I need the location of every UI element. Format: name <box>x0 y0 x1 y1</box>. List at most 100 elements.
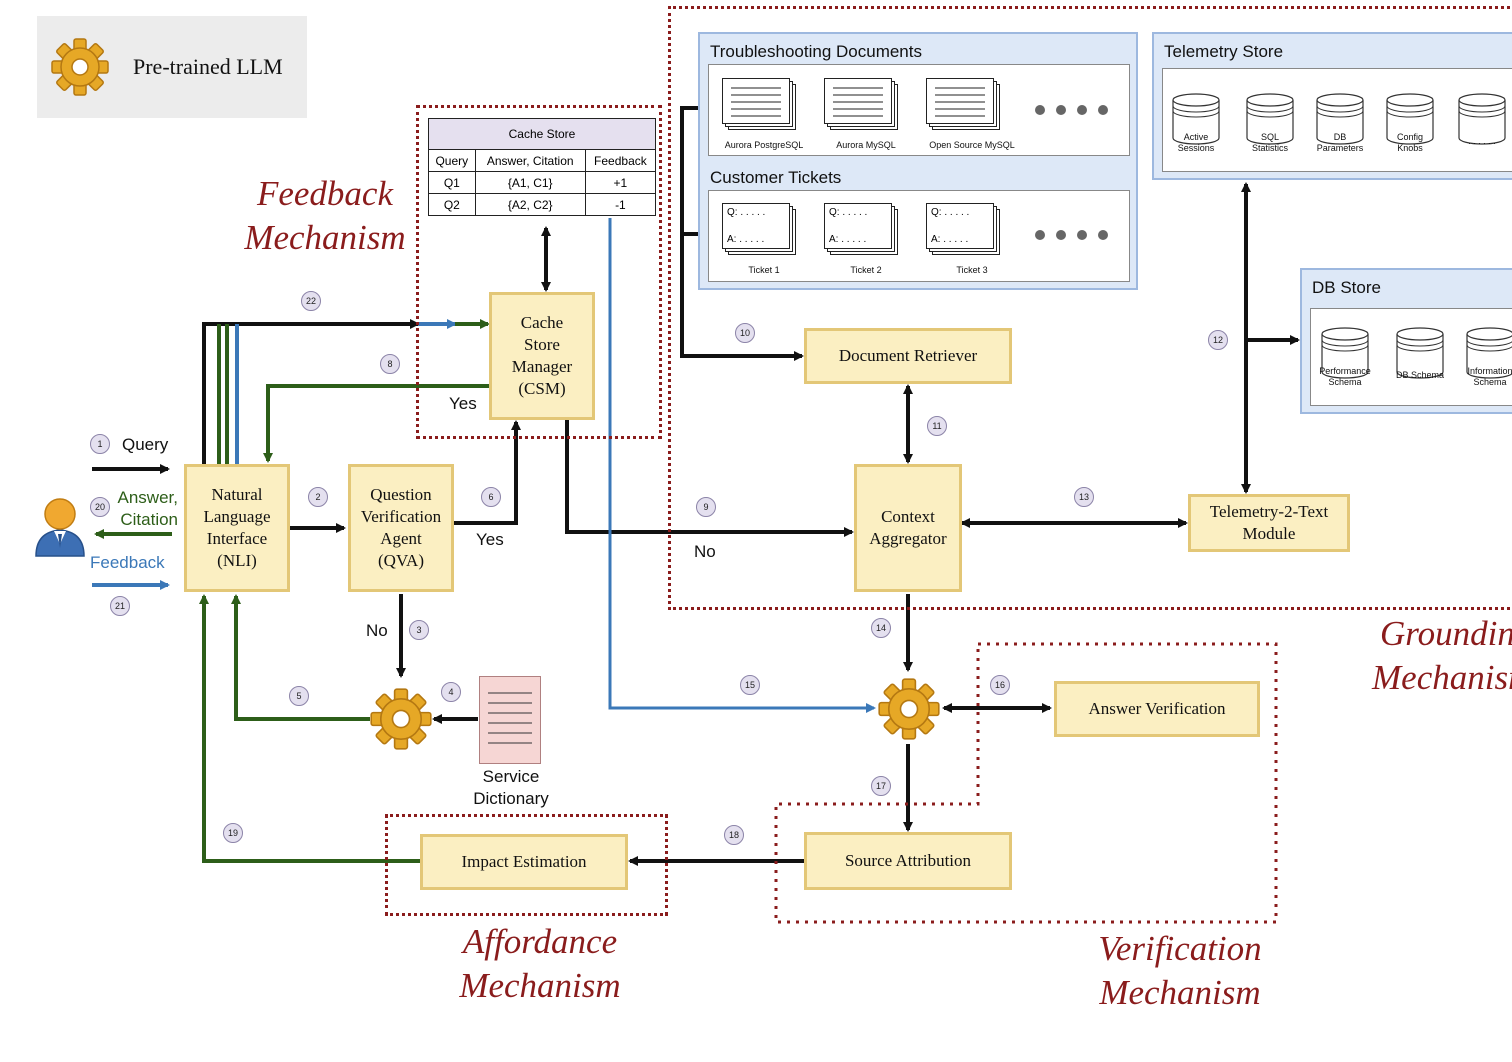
t2t-line: Module <box>1242 524 1296 543</box>
context-aggregator-node: Context Aggregator <box>854 464 962 592</box>
doc-stack <box>722 78 796 130</box>
ticket-stack: Q: . . . . . A: . . . . . <box>722 203 796 255</box>
context-line: Aggregator <box>869 529 947 548</box>
csm-line: Store <box>524 335 560 354</box>
edge-feedback-blue <box>608 218 876 713</box>
step-badge: 17 <box>871 776 891 796</box>
ticket-q: Q: . . . . . <box>931 207 970 218</box>
table-cell: -1 <box>584 193 657 216</box>
step-badge: 12 <box>1208 330 1228 350</box>
ticket-stack: Q: . . . . . A: . . . . . <box>926 203 1000 255</box>
ticket-caption: Ticket 3 <box>956 265 988 275</box>
t2t-line: Telemetry-2-Text <box>1209 502 1329 521</box>
cache-store-table: Cache Store Query Answer, Citation Feedb… <box>428 118 657 216</box>
step-badge: 9 <box>696 497 716 517</box>
ticket-q: Q: . . . . . <box>829 207 868 218</box>
answer-label: Answer, <box>117 488 178 507</box>
step-badge: 21 <box>110 596 130 616</box>
edge-csm-ctx <box>565 420 854 537</box>
table-row: Q2 {A2, C2} -1 <box>428 193 657 216</box>
step-badge: 11 <box>927 416 947 436</box>
step-badge: 20 <box>90 497 110 517</box>
legend-label: Pre-trained LLM <box>133 54 283 79</box>
doc-stack <box>926 78 1000 130</box>
qva-line: Verification <box>360 507 442 526</box>
ticket-a: A: . . . . . <box>931 234 969 245</box>
doc-caption: Aurora PostgreSQL <box>724 140 804 150</box>
table-cell: {A1, C1} <box>474 171 586 194</box>
table-cell: Q2 <box>428 193 476 216</box>
feedback-mechanism-label: Feedback Mechanism <box>230 172 420 260</box>
service-dictionary-doc <box>479 676 541 764</box>
step-badge: 1 <box>90 434 110 454</box>
ticket-caption: Ticket 2 <box>850 265 882 275</box>
step-badge: 5 <box>289 686 309 706</box>
step-badge: 3 <box>409 620 429 640</box>
cache-store-title: Cache Store <box>428 118 656 150</box>
step-badge: 19 <box>223 823 243 843</box>
verification-mechanism-line1: Verification <box>1098 929 1262 968</box>
troubleshooting-title: Troubleshooting Documents <box>710 42 922 61</box>
step-badge: 4 <box>441 682 461 702</box>
nli-node: Natural Language Interface (NLI) <box>184 464 290 592</box>
csm-node: Cache Store Manager (CSM) <box>489 292 595 420</box>
affordance-mechanism-line2: Mechanism <box>459 966 621 1005</box>
affordance-mechanism-line1: Affordance <box>462 922 618 961</box>
table-cell: +1 <box>584 171 657 194</box>
ticket-q: Q: . . . . . <box>727 207 766 218</box>
feedback-mechanism-line2: Mechanism <box>244 218 406 257</box>
step-badge: 15 <box>740 675 760 695</box>
csm-line: (CSM) <box>518 379 566 398</box>
grounding-region <box>668 6 1512 610</box>
step-badge: 18 <box>724 825 744 845</box>
telemetry-title: Telemetry Store <box>1164 42 1284 61</box>
verification-mechanism-label: Verification Mechanism <box>1070 927 1290 1015</box>
ticket-stack: Q: . . . . . A: . . . . . <box>824 203 898 255</box>
yes-qva-label: Yes <box>476 530 504 549</box>
step-badge: 10 <box>735 323 755 343</box>
nli-line: Interface <box>206 529 268 548</box>
step-badge: 22 <box>301 291 321 311</box>
step-badge: 14 <box>871 618 891 638</box>
no-qva-label: No <box>366 621 388 640</box>
telemetry-2-text-node: Telemetry-2-Text Module <box>1188 494 1350 552</box>
tickets-title: Customer Tickets <box>710 168 842 187</box>
step-badge: 6 <box>481 487 501 507</box>
affordance-region <box>385 814 668 916</box>
csm-line: Manager <box>511 357 573 376</box>
nli-line: (NLI) <box>217 551 257 570</box>
query-label: Query <box>122 435 169 454</box>
feedback-mechanism-line1: Feedback <box>256 174 394 213</box>
db-store-panel <box>1310 308 1512 406</box>
db-store-title: DB Store <box>1312 278 1381 297</box>
ticket-a: A: . . . . . <box>829 234 867 245</box>
more-tickets-dots <box>1035 230 1119 240</box>
service-dictionary-label: Service Dictionary <box>460 766 562 810</box>
answer-citation-label: Answer, Citation <box>114 487 178 531</box>
qva-line: Question <box>370 485 432 504</box>
grounding-mechanism-label: Grounding Mechanism <box>1372 612 1512 700</box>
verification-mechanism-line2: Mechanism <box>1099 973 1261 1012</box>
citation-label: Citation <box>120 510 178 529</box>
gear-icon <box>51 38 109 96</box>
edge-qva-csm <box>454 420 521 525</box>
cache-col-feedback: Feedback <box>584 149 657 172</box>
cache-col-query: Query <box>428 149 476 172</box>
ticket-a: A: . . . . . <box>727 234 765 245</box>
step-badge: 2 <box>308 487 328 507</box>
answer-verification-node: Answer Verification <box>1054 681 1260 737</box>
table-cell: {A2, C2} <box>474 193 586 216</box>
nli-line: Language <box>203 507 271 526</box>
telemetry-panel <box>1162 68 1512 172</box>
doc-caption: Open Source MySQL <box>929 140 1015 150</box>
user-icon <box>35 498 85 557</box>
context-line: Context <box>881 507 935 526</box>
telemetry-store: Telemetry Store <box>1152 32 1512 180</box>
step-badge: 8 <box>380 354 400 374</box>
edge-llm-nli <box>231 594 370 721</box>
doc-caption: Aurora MySQL <box>836 140 896 150</box>
legend: Pre-trained LLM <box>37 16 307 118</box>
impact-estimation-node: Impact Estimation <box>420 834 628 890</box>
